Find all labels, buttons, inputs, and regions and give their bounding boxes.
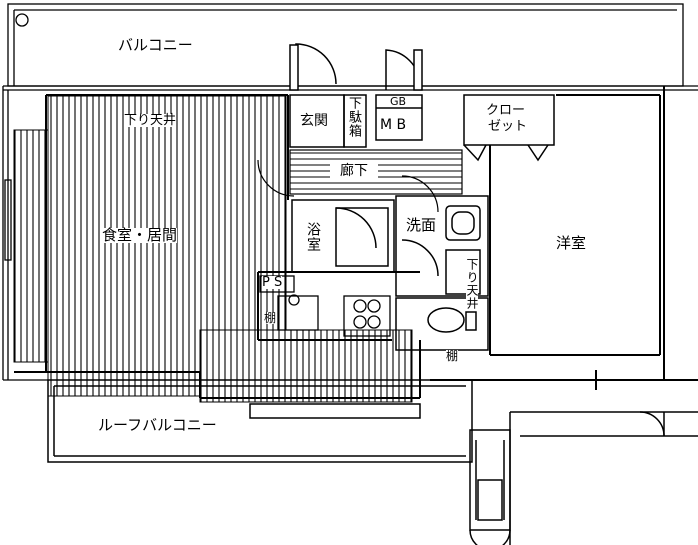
western-room-label: 洋室 (556, 234, 587, 252)
lowered-ceiling-label: 下り天井 (124, 113, 177, 128)
shoe-box-label: 下駄箱 (346, 96, 361, 138)
washroom-label: 洗面 (406, 216, 437, 234)
balcony-label: バルコニー (118, 36, 193, 54)
roof-balcony (47, 379, 473, 463)
closet (463, 94, 555, 162)
washroom (395, 195, 489, 297)
exterior-wall-left (2, 86, 50, 381)
balcony-area (3, 3, 698, 91)
western-room (430, 86, 698, 390)
stair-area (469, 411, 698, 545)
entrance (289, 43, 423, 148)
shelf-label-left: 棚 (264, 311, 277, 325)
living-dining-floor (13, 95, 413, 403)
lowered-ceiling-side-label: 下り天井 (465, 258, 479, 310)
roof-balcony-label: ルーフバルコニー (98, 416, 217, 434)
entrance-label: 玄関 (300, 113, 328, 129)
closet-label-line2: ゼット (488, 119, 528, 134)
mb-label: M B (380, 117, 407, 133)
shelf-label-right: 棚 (446, 349, 459, 363)
toilet-room (395, 297, 489, 351)
corridor-label: 廊下 (340, 163, 368, 179)
closet-label-line1: クロー (486, 103, 526, 118)
dining-living-label: 食室・居間 (102, 226, 178, 244)
bath-label: 浴室 (305, 222, 321, 252)
gb-label: GB (390, 95, 407, 108)
kitchen-counter (259, 275, 391, 337)
ps-label: P S (262, 275, 283, 290)
bathroom (291, 199, 395, 273)
